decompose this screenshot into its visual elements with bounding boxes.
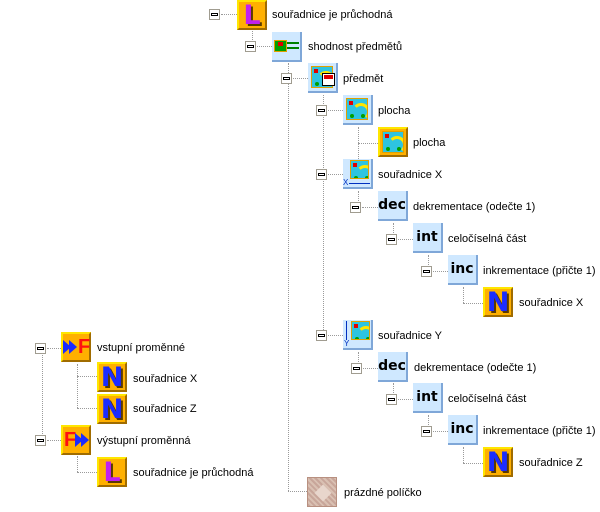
- collapse-toggle[interactable]: [386, 234, 397, 245]
- logical-variable-icon: L: [237, 0, 267, 30]
- tree-line: [288, 491, 307, 492]
- tree-line: [328, 110, 343, 111]
- tree-line: [221, 14, 237, 15]
- node-label: souřadnice je průchodná: [133, 467, 254, 479]
- output-variables-icon: F: [61, 425, 91, 455]
- number-variable-icon: N: [97, 394, 127, 424]
- collapse-toggle[interactable]: [316, 330, 327, 341]
- plane-icon: [343, 95, 373, 125]
- node-label: dekrementace (odečte 1): [414, 362, 537, 374]
- collapse-toggle[interactable]: [209, 9, 220, 20]
- tree-line: [323, 95, 324, 336]
- object-on-map-icon: [308, 63, 338, 93]
- node-label: výstupní proměnná: [97, 435, 191, 447]
- collapse-toggle[interactable]: [351, 363, 362, 374]
- increment-icon: inc: [448, 415, 478, 445]
- collapse-toggle[interactable]: [421, 426, 432, 437]
- tree-line: [398, 399, 413, 400]
- tree-line: [362, 207, 378, 208]
- tree-line: [293, 78, 308, 79]
- tree-line: [358, 143, 378, 144]
- node-label: souřadnice Z: [519, 457, 583, 469]
- tree-line: [47, 440, 61, 441]
- object-equality-icon: [272, 32, 302, 62]
- collapse-toggle[interactable]: [350, 202, 361, 213]
- node-label: vstupní proměnné: [97, 342, 186, 354]
- y-coordinate-icon: Y: [343, 320, 373, 350]
- tree-line: [428, 415, 429, 431]
- tree-line: [288, 63, 289, 491]
- increment-icon: inc: [448, 255, 478, 285]
- tree-line: [463, 287, 464, 303]
- arrow-icon: [69, 340, 77, 354]
- integer-part-icon: int: [413, 383, 443, 413]
- node-label: plocha: [413, 137, 446, 149]
- tree-line: [393, 223, 394, 239]
- number-variable-icon: N: [483, 447, 513, 477]
- collapse-toggle[interactable]: [35, 435, 46, 446]
- tree-line: [77, 376, 97, 377]
- node-label: souřadnice X: [378, 169, 443, 181]
- plane-variable-icon: [378, 127, 408, 157]
- node-label: souřadnice X: [519, 297, 584, 309]
- arrow-icon: [81, 433, 89, 447]
- tree-line: [398, 239, 413, 240]
- node-label: prázdné políčko: [344, 487, 422, 499]
- tree-line: [42, 348, 43, 440]
- empty-cell-icon: [307, 477, 337, 507]
- tree-line: [358, 191, 359, 207]
- node-label: předmět: [343, 73, 384, 85]
- node-label: plocha: [378, 105, 411, 117]
- function-letter: F: [78, 336, 91, 358]
- node-label: souřadnice Y: [378, 330, 443, 342]
- tree-line: [77, 472, 97, 473]
- tree-line: [463, 447, 464, 463]
- node-label: souřadnice je průchodná: [272, 9, 393, 21]
- tree-line: [252, 31, 253, 48]
- axis-x-letter: X: [343, 178, 349, 187]
- decrement-icon: dec: [378, 191, 408, 221]
- node-label: souřadnice X: [133, 373, 198, 385]
- tree-line: [328, 335, 343, 336]
- tree-line: [363, 368, 378, 369]
- tree-line: [433, 431, 448, 432]
- node-label: souřadnice Z: [133, 403, 197, 415]
- number-variable-icon: N: [97, 362, 127, 392]
- arrow-icon: [63, 340, 71, 354]
- logical-variable-icon: L: [97, 457, 127, 487]
- tree-line: [433, 271, 448, 272]
- function-letter: F: [64, 429, 77, 451]
- node-label: inkrementace (přičte 1): [483, 425, 596, 437]
- tree-line: [77, 456, 78, 472]
- node-label: celočíselná část: [448, 393, 527, 405]
- input-variables-icon: F: [61, 332, 91, 362]
- arrow-icon: [75, 433, 83, 447]
- tree-line: [257, 46, 272, 47]
- node-label: shodnost předmětů: [308, 41, 403, 53]
- collapse-toggle[interactable]: [316, 105, 327, 116]
- decrement-icon: dec: [378, 352, 408, 382]
- node-label: dekrementace (odečte 1): [413, 201, 536, 213]
- collapse-toggle[interactable]: [281, 73, 292, 84]
- collapse-toggle[interactable]: [35, 343, 46, 354]
- collapse-toggle[interactable]: [245, 41, 256, 52]
- node-label: inkrementace (přičte 1): [483, 265, 596, 277]
- tree-line: [77, 408, 97, 409]
- collapse-toggle[interactable]: [316, 169, 327, 180]
- x-coordinate-icon: X: [343, 159, 373, 189]
- integer-part-icon: int: [413, 223, 443, 253]
- collapse-toggle[interactable]: [386, 394, 397, 405]
- tree-line: [47, 348, 61, 349]
- tree-line: [393, 383, 394, 399]
- node-label: celočíselná část: [448, 233, 527, 245]
- tree-line: [77, 364, 78, 408]
- axis-y-letter: Y: [344, 339, 350, 348]
- tree-line: [428, 255, 429, 271]
- tree-line: [463, 463, 483, 464]
- tree-line: [328, 174, 343, 175]
- number-variable-icon: N: [483, 287, 513, 317]
- collapse-toggle[interactable]: [421, 266, 432, 277]
- tree-line: [463, 303, 483, 304]
- tree-line: [358, 352, 359, 368]
